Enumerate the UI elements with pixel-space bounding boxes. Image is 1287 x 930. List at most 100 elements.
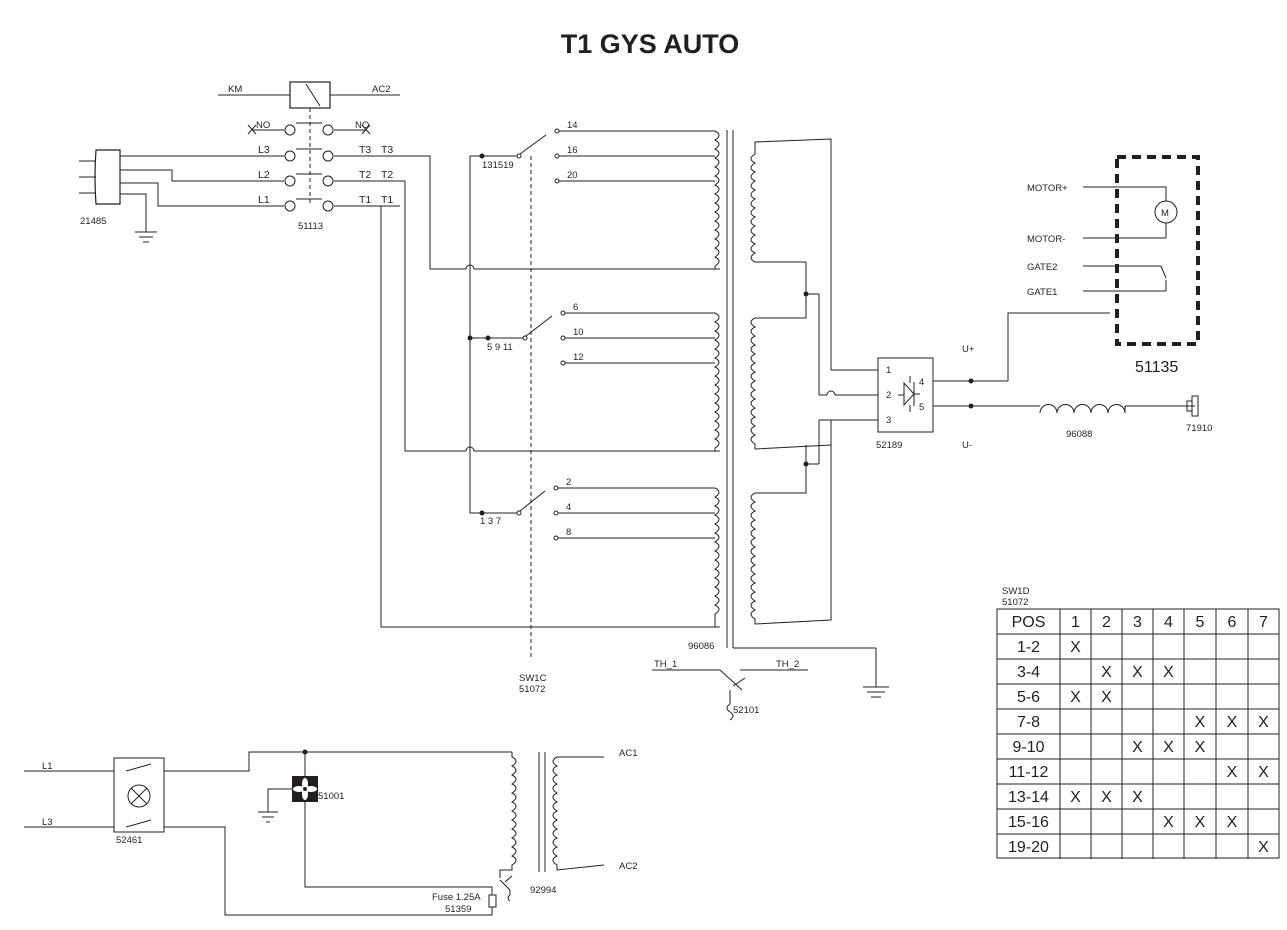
table-row-position: 15-16 xyxy=(1008,814,1049,831)
tap-label-8: 8 xyxy=(566,527,571,538)
rectifier-pin-5: 5 xyxy=(919,402,924,413)
table-cell-mark: X xyxy=(1227,814,1238,831)
contactor-ref: 51113 xyxy=(298,221,323,232)
table-cell-mark: X xyxy=(1163,739,1174,756)
label-gate2: GATE2 xyxy=(1027,262,1057,273)
rectifier-pin-4: 4 xyxy=(919,377,924,388)
tap-label-6: 6 xyxy=(573,302,578,313)
table-cell-mark: X xyxy=(1101,664,1112,681)
table-row-position: 7-8 xyxy=(1017,714,1040,731)
contact-label-t2b: T2 xyxy=(381,169,393,181)
table-cell-mark: X xyxy=(1070,689,1081,706)
aux-label-l1: L1 xyxy=(42,761,53,772)
tap-common-top: 131519 xyxy=(482,160,514,171)
aux-transformer-ref: 92994 xyxy=(530,885,556,896)
thermal-ref: 52101 xyxy=(733,705,759,716)
tap-switch-bottom: 2 4 8 1 3 7 xyxy=(479,477,715,541)
table-cell-mark: X xyxy=(1195,739,1206,756)
table-cell-mark: X xyxy=(1195,814,1206,831)
label-gate1: GATE1 xyxy=(1027,287,1057,298)
table-header-cell: 7 xyxy=(1259,614,1268,631)
rectifier-pin-3: 3 xyxy=(886,415,891,426)
table-cell-mark: X xyxy=(1195,714,1206,731)
table-cell-mark: X xyxy=(1132,739,1143,756)
table-cell-mark: X xyxy=(1227,764,1238,781)
table-cell-mark: X xyxy=(1101,789,1112,806)
primary-feed-wires xyxy=(380,155,720,628)
table-header-cell: 4 xyxy=(1164,614,1173,631)
contactor-coil: KM AC2 xyxy=(218,81,400,109)
contact-label-t3a: T3 xyxy=(359,144,371,156)
mains-plug: 21485 xyxy=(79,149,284,243)
contact-label-t2a: T2 xyxy=(359,169,371,181)
sw1d-name: SW1D xyxy=(1002,586,1030,597)
output-choke: 96088 xyxy=(1039,404,1195,440)
contactor-contacts: NO NO L3 L2 L1 T3 T3 T2 T2 T1 T1 51113 xyxy=(247,108,400,232)
contact-label-t3b: T3 xyxy=(381,144,393,156)
table-header-cell: 3 xyxy=(1133,614,1142,631)
rectifier-ref: 52189 xyxy=(876,440,902,451)
diagram-title: T1 GYS AUTO xyxy=(561,29,740,59)
table-header-pos: POS xyxy=(1012,614,1046,631)
motor-symbol: M xyxy=(1161,208,1169,219)
table-row-position: 9-10 xyxy=(1012,739,1044,756)
tap-label-16: 16 xyxy=(567,145,578,156)
table-cell-mark: X xyxy=(1132,664,1143,681)
table-cell-mark: X xyxy=(1163,664,1174,681)
aux-circuit: L1 L3 52461 51001 Fuse 1.25A 51359 xyxy=(24,748,637,916)
tap-common-bottom: 1 3 7 xyxy=(480,516,501,527)
tap-label-12: 12 xyxy=(573,352,584,363)
motor-unit: M MOTOR+ MOTOR- GATE2 GATE1 51135 xyxy=(1027,155,1200,376)
table-row-position: 1-2 xyxy=(1017,639,1040,656)
label-u-minus: U- xyxy=(962,440,972,451)
table-header-cell: 2 xyxy=(1102,614,1111,631)
choke-ref: 96088 xyxy=(1066,429,1092,440)
no-label-right: NO xyxy=(355,120,369,131)
table-cell-mark: X xyxy=(1258,714,1269,731)
table-cell-mark: X xyxy=(1163,814,1174,831)
sw1c-ref: 51072 xyxy=(519,684,545,695)
label-motor-minus: MOTOR- xyxy=(1027,234,1065,245)
label-motor-plus: MOTOR+ xyxy=(1027,183,1068,194)
table-cell-mark: X xyxy=(1258,764,1269,781)
table-row-position: 5-6 xyxy=(1017,689,1040,706)
no-label-left: NO xyxy=(256,120,270,131)
thermal-label-th2: TH_2 xyxy=(776,659,799,670)
tap-switch-middle: 6 10 12 5 9 11 xyxy=(485,302,715,366)
transformer-ref: 96086 xyxy=(688,641,714,652)
plug-ref: 21485 xyxy=(80,216,106,227)
rectifier-bridge: 1 2 3 4 5 52189 U+ U- xyxy=(876,312,1110,451)
coil-label-km: KM xyxy=(228,84,242,95)
thermal-switch: TH_1 TH_2 52101 xyxy=(652,659,808,721)
tap-label-14: 14 xyxy=(567,120,578,131)
table-cell-mark: X xyxy=(1070,639,1081,656)
rectifier-pin-1: 1 xyxy=(886,365,891,376)
contact-label-l3: L3 xyxy=(258,144,270,156)
table-row-position: 19-20 xyxy=(1008,839,1049,856)
table-header-cell: 1 xyxy=(1071,614,1080,631)
contact-label-l2: L2 xyxy=(258,169,270,181)
sw1c-name: SW1C xyxy=(519,673,547,684)
torch-connector: 71910 xyxy=(1186,395,1212,434)
fuse-label: Fuse 1.25A xyxy=(432,892,481,903)
tap-selector-common xyxy=(467,155,532,660)
thermal-label-th1: TH_1 xyxy=(654,659,677,670)
table-header-cell: 5 xyxy=(1196,614,1205,631)
torch-ref: 71910 xyxy=(1186,423,1212,434)
table-cell-mark: X xyxy=(1101,689,1112,706)
aux-label-ac2: AC2 xyxy=(619,861,637,872)
rectifier-pin-2: 2 xyxy=(886,390,891,401)
contact-label-l1: L1 xyxy=(258,194,270,206)
coil-label-ac2: AC2 xyxy=(372,84,390,95)
aux-label-ac1: AC1 xyxy=(619,748,637,759)
fan-ref: 51001 xyxy=(318,791,344,802)
table-cell-mark: X xyxy=(1070,789,1081,806)
tap-common-middle: 5 9 11 xyxy=(487,342,513,353)
fuse-ref: 51359 xyxy=(445,904,471,915)
aux-switch-ref: 52461 xyxy=(116,835,142,846)
sw1d-ref: 51072 xyxy=(1002,597,1028,608)
table-row-position: 13-14 xyxy=(1008,789,1049,806)
table-cell-mark: X xyxy=(1258,839,1269,856)
